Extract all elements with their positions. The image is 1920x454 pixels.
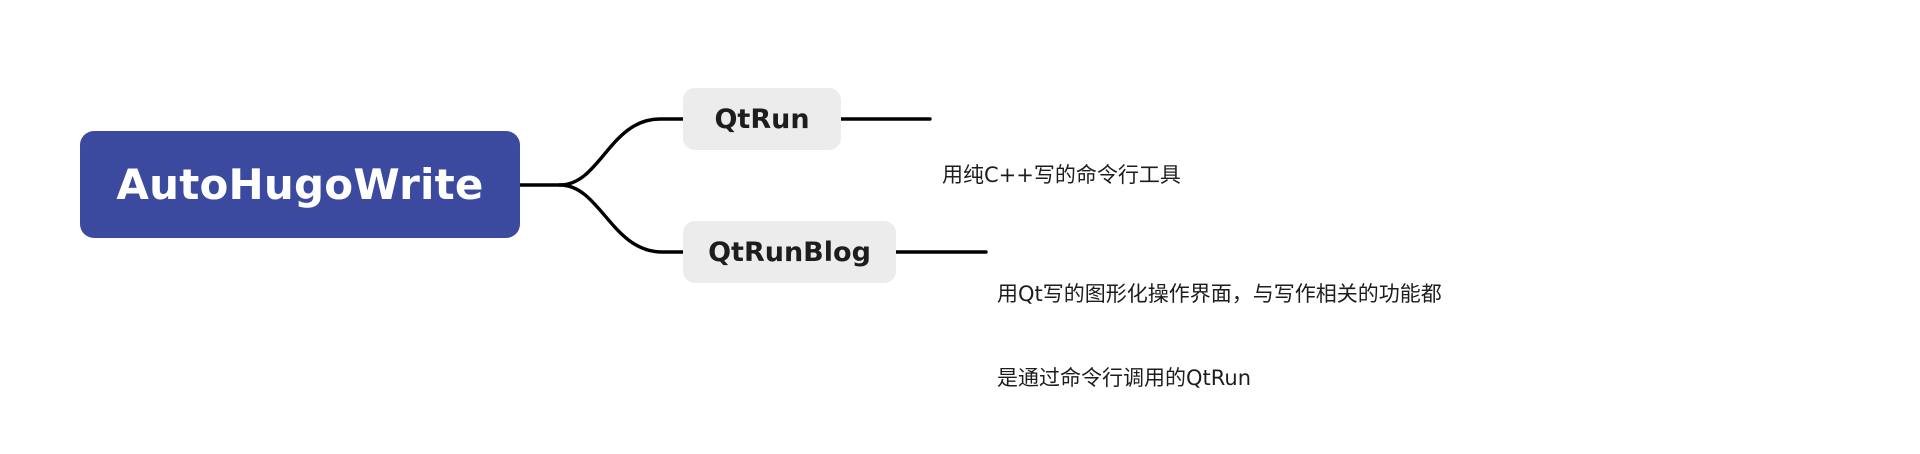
mindmap-leaf-qtrun-description: 用纯C++写的命令行工具 xyxy=(942,105,1181,245)
mindmap-node-qtrunblog[interactable]: QtRunBlog xyxy=(683,221,896,283)
mindmap-node-qtrun-label: QtRun xyxy=(714,103,810,135)
mindmap-leaf-qtrunblog-description-line1: 用Qt写的图形化操作界面，与写作相关的功能都 xyxy=(997,282,1442,306)
mindmap-node-qtrun[interactable]: QtRun xyxy=(683,88,841,150)
mindmap-leaf-qtrunblog-description: 用Qt写的图形化操作界面，与写作相关的功能都 是通过命令行调用的QtRun xyxy=(997,224,1442,448)
mindmap-leaf-qtrunblog-description-line2: 是通过命令行调用的QtRun xyxy=(997,366,1252,390)
mindmap-leaf-qtrun-description-line: 用纯C++写的命令行工具 xyxy=(942,163,1181,187)
edge-root-to-qtrunblog xyxy=(558,183,685,254)
edge-root-to-qtrun xyxy=(558,117,685,187)
mindmap-node-qtrunblog-label: QtRunBlog xyxy=(708,236,871,268)
mindmap-root-label: AutoHugoWrite xyxy=(116,160,484,209)
mindmap-root-node[interactable]: AutoHugoWrite xyxy=(80,131,520,238)
